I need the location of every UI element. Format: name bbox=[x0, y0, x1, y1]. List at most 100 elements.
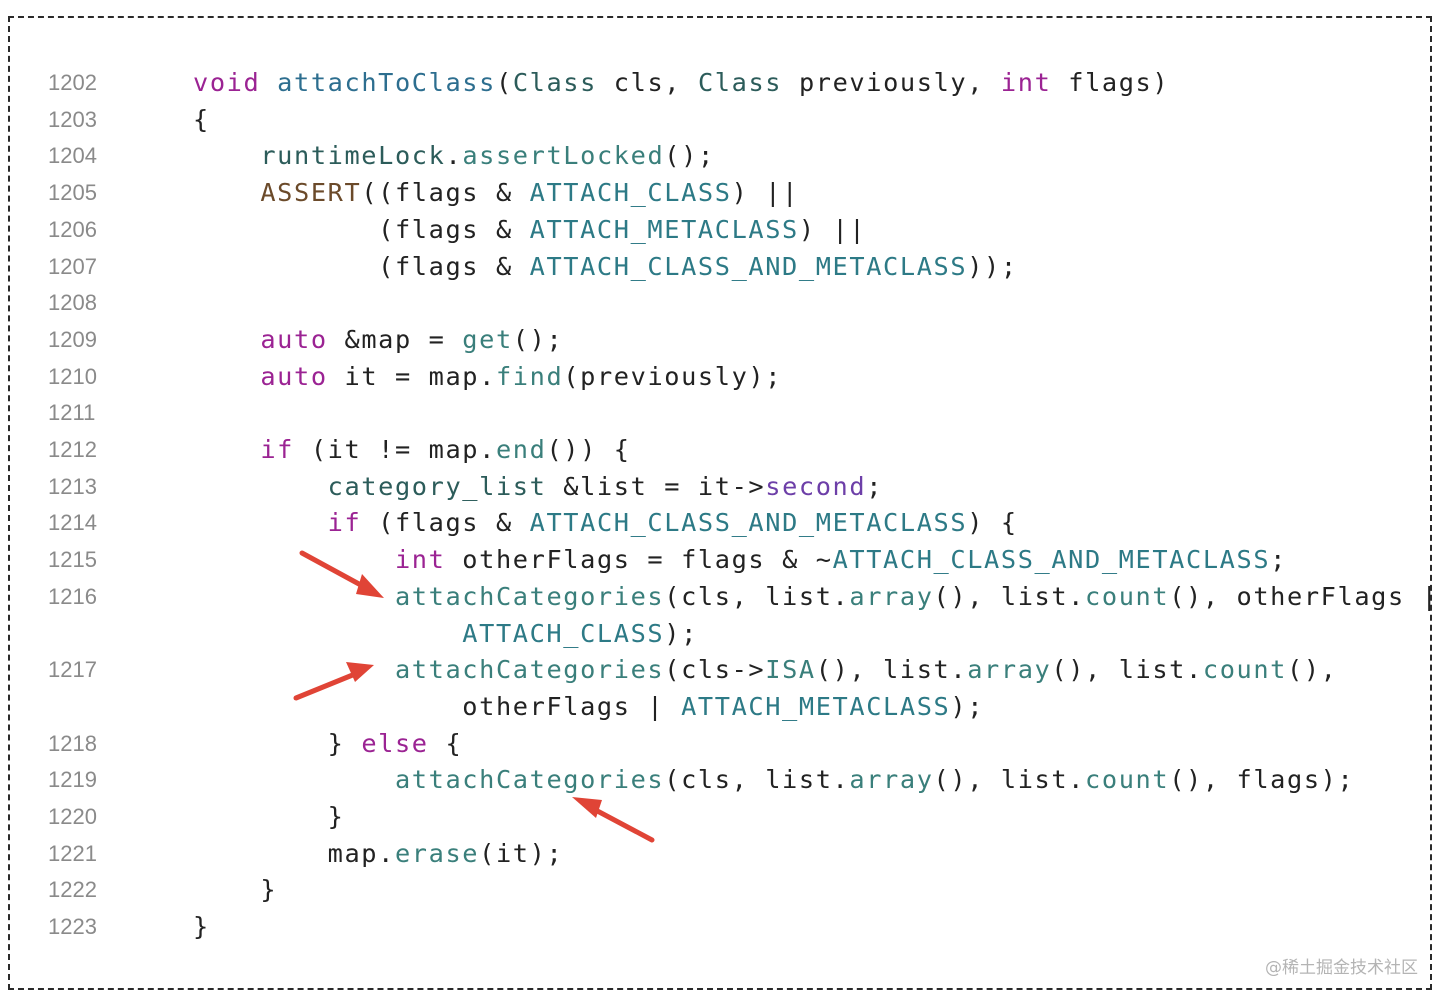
code-token: ) { bbox=[967, 508, 1018, 538]
code-text: { bbox=[193, 101, 210, 138]
line-number: 1218 bbox=[48, 730, 97, 756]
code-token: ; bbox=[866, 471, 884, 501]
code-token bbox=[193, 325, 260, 354]
code-token: } bbox=[193, 728, 362, 758]
code-token: (), flags); bbox=[1169, 765, 1355, 795]
code-token: find bbox=[495, 361, 564, 391]
code-token: erase bbox=[394, 838, 480, 868]
code-token: (), list. bbox=[933, 581, 1086, 611]
code-text: ASSERT((flags & ATTACH_CLASS) || bbox=[193, 174, 799, 211]
code-text: attachCategories(cls->ISA(), list.array(… bbox=[193, 651, 1338, 688]
line-number: 1222 bbox=[48, 877, 97, 903]
code-text: otherFlags | ATTACH_METACLASS); bbox=[193, 688, 984, 725]
code-token: Class bbox=[697, 68, 783, 97]
line-number: 1212 bbox=[48, 437, 97, 462]
code-token bbox=[193, 545, 395, 574]
code-text: } bbox=[193, 871, 277, 908]
code-token: ); bbox=[664, 618, 698, 648]
code-token: ISA bbox=[765, 655, 816, 685]
code-text: category_list &list = it->second; bbox=[193, 468, 883, 505]
code-token bbox=[193, 362, 260, 391]
code-token: (); bbox=[512, 324, 564, 354]
line-number: 1219 bbox=[48, 767, 97, 793]
line-number: 1204 bbox=[48, 143, 97, 169]
code-token: (), list. bbox=[1051, 655, 1203, 685]
code-token: (), list. bbox=[933, 765, 1086, 795]
code-token: assertLocked bbox=[462, 141, 665, 171]
code-token: attachToClass bbox=[277, 68, 496, 97]
code-token: } bbox=[193, 912, 210, 942]
line-number: 1214 bbox=[48, 510, 97, 536]
code-token: ( bbox=[495, 68, 513, 97]
line-number: 1213 bbox=[48, 473, 97, 499]
code-token: (previously); bbox=[563, 361, 783, 391]
code-token: if bbox=[260, 435, 294, 464]
code-token: get bbox=[462, 324, 513, 354]
code-token: (flags & bbox=[193, 251, 530, 281]
code-token: } bbox=[193, 802, 345, 831]
code-token bbox=[193, 619, 462, 648]
code-token: { bbox=[428, 728, 463, 758]
code-token: ((flags & bbox=[361, 178, 530, 208]
code-token bbox=[193, 765, 395, 794]
line-number: 1217 bbox=[48, 657, 97, 683]
code-token: (); bbox=[664, 141, 715, 171]
code-token: end bbox=[495, 435, 547, 464]
code-token: (it != map. bbox=[294, 435, 496, 464]
code-token: ATTACH_METACLASS bbox=[529, 214, 799, 244]
code-token: map. bbox=[193, 838, 395, 868]
code-token: ; bbox=[1270, 545, 1287, 575]
code-token: otherFlags | bbox=[193, 691, 682, 721]
code-token: category_list bbox=[327, 471, 547, 501]
code-token: ATTACH_CLASS_AND_METACLASS bbox=[529, 251, 968, 281]
code-token: ATTACH_METACLASS bbox=[681, 691, 951, 721]
code-token: count bbox=[1085, 581, 1170, 611]
code-token: runtimeLock bbox=[260, 141, 446, 171]
code-token: (), otherFlags | bbox=[1169, 581, 1439, 611]
code-token: attachCategories bbox=[394, 765, 665, 795]
code-token: ATTACH_CLASS bbox=[462, 618, 665, 648]
code-token: ) || bbox=[798, 214, 867, 244]
code-text: } bbox=[193, 798, 344, 835]
line-number: 1203 bbox=[48, 106, 97, 132]
line-number: 1210 bbox=[48, 363, 97, 389]
code-token: (cls, list. bbox=[664, 765, 850, 795]
code-token: (cls, list. bbox=[664, 581, 850, 611]
line-number: 1202 bbox=[48, 70, 97, 95]
line-number: 1220 bbox=[48, 804, 97, 829]
code-token: ASSERT bbox=[260, 178, 362, 208]
code-token: (flags & bbox=[193, 214, 530, 244]
code-token: cls, bbox=[596, 68, 698, 97]
code-token: void bbox=[193, 68, 261, 97]
code-text: if (it != map.end()) { bbox=[193, 431, 631, 468]
code-token: it = map. bbox=[327, 361, 496, 391]
line-number: 1205 bbox=[48, 180, 97, 206]
line-number: 1215 bbox=[48, 547, 97, 573]
code-token: array bbox=[849, 581, 934, 611]
code-token: if bbox=[327, 508, 362, 538]
code-token bbox=[193, 472, 328, 501]
code-token: attachCategories bbox=[394, 655, 665, 685]
code-token: ()) { bbox=[546, 435, 631, 464]
code-text: void attachToClass(Class cls, Class prev… bbox=[193, 64, 1169, 101]
line-number: 1223 bbox=[48, 914, 97, 940]
code-text: } bbox=[193, 908, 210, 945]
code-token: otherFlags = flags & ~ bbox=[445, 545, 833, 575]
code-token bbox=[193, 508, 328, 537]
code-token: ATTACH_CLASS_AND_METACLASS bbox=[832, 545, 1271, 575]
code-token: ATTACH_CLASS_AND_METACLASS bbox=[529, 508, 968, 538]
code-token: array bbox=[849, 765, 934, 795]
code-text: map.erase(it); bbox=[193, 835, 563, 872]
line-number: 1206 bbox=[48, 216, 97, 242]
code-text: ATTACH_CLASS); bbox=[193, 615, 698, 652]
code-text: auto &map = get(); bbox=[193, 321, 563, 358]
code-token: attachCategories bbox=[394, 581, 665, 611]
line-number: 1221 bbox=[48, 840, 97, 866]
code-token bbox=[193, 582, 395, 611]
code-text: attachCategories(cls, list.array(), list… bbox=[193, 578, 1438, 615]
code-text: (flags & ATTACH_METACLASS) || bbox=[193, 211, 866, 248]
code-text: auto it = map.find(previously); bbox=[193, 358, 782, 395]
code-token: (cls-> bbox=[664, 655, 766, 685]
code-token: (), bbox=[1287, 655, 1338, 685]
